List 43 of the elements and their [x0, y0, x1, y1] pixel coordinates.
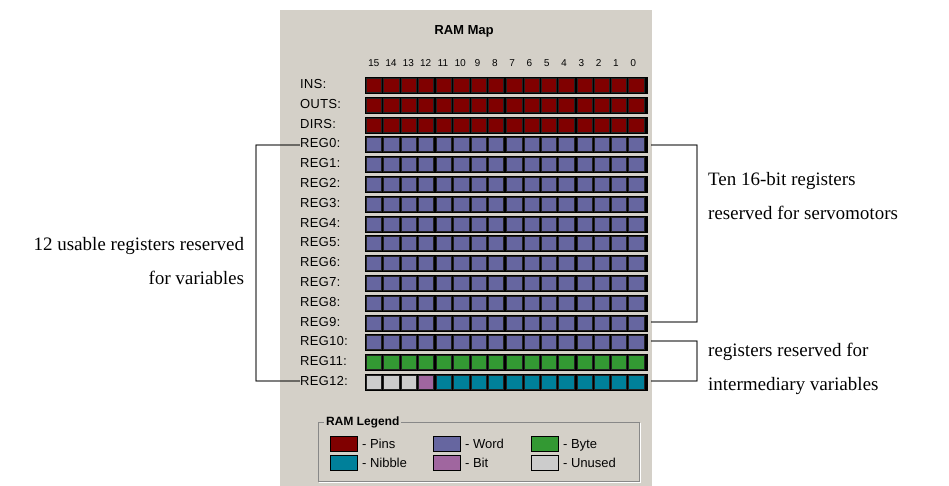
- legend-label: - Word: [465, 436, 504, 451]
- register-name: REG11:: [300, 353, 348, 368]
- register-name: OUTS:: [300, 96, 342, 111]
- bit-number: 6: [526, 58, 534, 69]
- register-name: REG10:: [300, 333, 348, 348]
- legend-label: - Nibble: [362, 455, 407, 470]
- legend-label: - Byte: [563, 436, 597, 451]
- register-name: INS:: [300, 76, 326, 91]
- bit-number: 7: [508, 58, 516, 69]
- legend-label: - Bit: [465, 455, 488, 470]
- legend-label: - Pins: [362, 436, 396, 451]
- register-name: REG0:: [300, 135, 341, 150]
- register-name: REG1:: [300, 155, 341, 170]
- bit-number: 12: [418, 58, 432, 69]
- bit-number: 15: [367, 58, 380, 69]
- register-name: DIRS:: [300, 116, 336, 131]
- annotation: registers reserved for intermediary variables: [708, 339, 880, 397]
- bit-number: 10: [454, 58, 467, 69]
- legend-label: - Unused: [563, 455, 616, 470]
- bit-number: 9: [474, 58, 482, 69]
- register-name: REG9:: [300, 314, 341, 329]
- bit-number: 5: [542, 58, 550, 69]
- annotation: Ten 16-bit registers reserved for servomotors: [708, 168, 899, 226]
- bit-number: 11: [436, 58, 450, 69]
- register-name: REG7:: [300, 274, 341, 289]
- bit-number: 3: [577, 58, 586, 69]
- bit-number: 1: [612, 58, 620, 69]
- panel-title: RAM Map: [433, 22, 495, 37]
- register-name: REG4:: [300, 214, 341, 230]
- bit-number: 0: [629, 58, 637, 69]
- bit-number: 13: [402, 58, 415, 69]
- legend-heading: RAM Legend: [324, 414, 402, 428]
- bit-number: 8: [490, 58, 499, 69]
- bit-number: 14: [384, 58, 398, 69]
- bit-number: 2: [594, 58, 602, 69]
- register-name: REG12:: [300, 373, 348, 388]
- register-name: REG2:: [300, 175, 341, 190]
- annotation: 12 usable registers reserved for variables: [32, 233, 244, 291]
- register-name: REG8:: [300, 294, 341, 309]
- bit-number: 4: [560, 58, 568, 69]
- register-name: REG5:: [300, 234, 341, 250]
- register-name: REG6:: [300, 254, 341, 270]
- register-name: REG3:: [300, 194, 341, 210]
